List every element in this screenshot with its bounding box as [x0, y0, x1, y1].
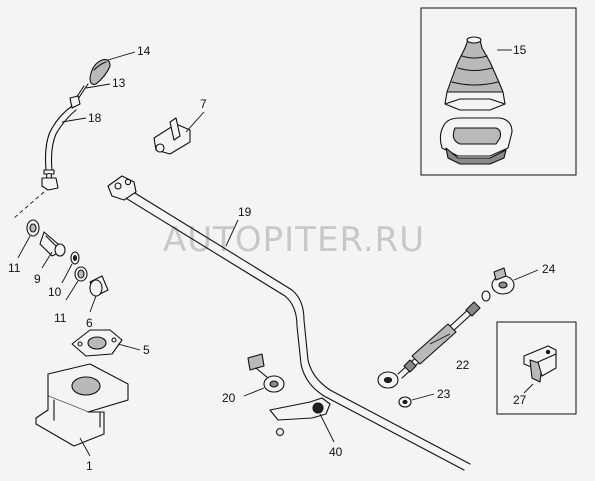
callout-24: 24 [542, 262, 556, 276]
callout-13: 13 [112, 76, 126, 90]
inset-bracket-box: 27 [496, 321, 577, 415]
callout-14: 14 [137, 44, 151, 58]
part-5-flange [71, 329, 123, 357]
part-1-housing [35, 363, 129, 447]
part-23-nut [398, 396, 412, 408]
callout-18: 18 [88, 111, 102, 125]
assembly-dash-line [13, 191, 45, 219]
inset-boot-box: 15 [420, 7, 577, 176]
part-18-gear-lever [41, 105, 77, 191]
part-13-lever [69, 83, 89, 109]
callout-11a: 11 [8, 261, 21, 275]
part-19-shift-rod [107, 175, 471, 471]
watermark: AUTOPITER.RU [163, 220, 425, 260]
part-40-lever-arm [269, 397, 331, 437]
callout-11b: 11 [54, 311, 67, 325]
callout-40: 40 [329, 445, 343, 459]
callout-1: 1 [86, 459, 93, 473]
part-22-tie-rod [377, 301, 481, 389]
callout-22: 22 [456, 358, 470, 372]
part-7-bracket [153, 117, 191, 155]
part-9-sleeve [39, 231, 66, 257]
part-15-boot [444, 36, 506, 111]
part-20-joint [247, 353, 285, 393]
callout-23: 23 [437, 387, 451, 401]
callout-15: 15 [513, 43, 527, 57]
callout-10: 10 [48, 285, 62, 299]
part-15-gasket [439, 117, 513, 165]
part-11-bushing-bottom [74, 266, 88, 282]
part-10-washer [70, 251, 80, 265]
part-6-cylinder [89, 275, 109, 297]
callout-20: 20 [222, 391, 236, 405]
part-24-ball-joint [481, 267, 515, 302]
callout-9: 9 [34, 272, 41, 286]
callout-19: 19 [238, 205, 252, 219]
callout-5: 5 [143, 343, 150, 357]
callout-6: 6 [86, 316, 93, 330]
callout-7: 7 [200, 97, 207, 111]
part-11-bushing-top [26, 219, 40, 237]
callout-27: 27 [513, 393, 527, 407]
part-27-bracket [523, 345, 557, 383]
part-14-knob [89, 59, 111, 85]
